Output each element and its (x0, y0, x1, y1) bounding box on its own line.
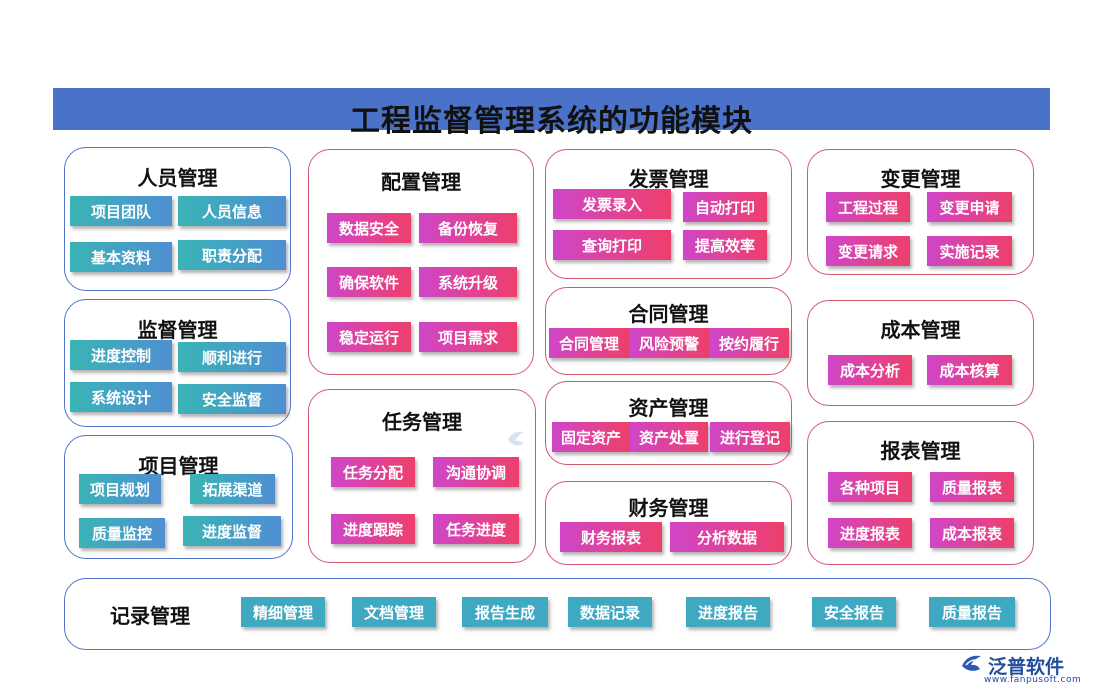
module-button[interactable]: 固定资产 (552, 422, 630, 452)
module-button[interactable]: 备份恢复 (419, 213, 517, 243)
panel-record (64, 578, 1051, 650)
module-button[interactable]: 项目需求 (419, 322, 517, 352)
panel-contract: 合同管理 合同管理 风险预警 按约履行 (545, 287, 792, 375)
module-button[interactable]: 风险预警 (629, 328, 709, 358)
module-button[interactable]: 合同管理 (549, 328, 629, 358)
panel-title: 人员管理 (137, 166, 218, 190)
panel-title: 报表管理 (880, 439, 961, 463)
panel-change: 变更管理 工程过程 变更申请 变更请求 实施记录 (807, 149, 1034, 275)
panel-title: 监督管理 (137, 318, 218, 342)
module-button[interactable]: 工程过程 (826, 192, 910, 222)
panel-title: 变更管理 (880, 167, 961, 191)
module-button[interactable]: 进度跟踪 (331, 514, 415, 544)
panel-task: 任务管理 任务分配 沟通协调 进度跟踪 任务进度 (308, 389, 536, 563)
module-button[interactable]: 任务进度 (433, 514, 519, 544)
panel-personnel: 人员管理 项目团队 人员信息 基本资料 职责分配 (64, 147, 291, 291)
panel-invoice: 发票管理 发票录入 自动打印 查询打印 提高效率 (545, 149, 792, 279)
panel-cost: 成本管理 成本分析 成本核算 (807, 300, 1034, 406)
module-button[interactable]: 成本核算 (927, 355, 1012, 385)
module-button[interactable]: 安全监督 (178, 384, 286, 414)
module-button[interactable]: 项目团队 (70, 196, 172, 226)
brand-logo: 泛普软件 www.fanpusoft.com (960, 652, 1090, 692)
module-button[interactable]: 人员信息 (178, 196, 286, 226)
module-button[interactable]: 基本资料 (70, 242, 172, 272)
watermark-logo-icon (505, 428, 527, 454)
module-button[interactable]: 分析数据 (670, 522, 784, 552)
module-button[interactable]: 按约履行 (709, 328, 789, 358)
module-button[interactable]: 拓展渠道 (190, 474, 275, 504)
panel-project: 项目管理 项目规划 拓展渠道 质量监控 进度监督 (64, 435, 293, 559)
module-button[interactable]: 成本分析 (828, 355, 912, 385)
module-button[interactable]: 确保软件 (327, 267, 411, 297)
module-button[interactable]: 系统升级 (419, 267, 517, 297)
panel-title: 资产管理 (628, 396, 709, 420)
module-button[interactable]: 各种项目 (828, 472, 912, 502)
module-button[interactable]: 进度报告 (686, 597, 770, 627)
module-button[interactable]: 沟通协调 (433, 457, 519, 487)
logo-url: www.fanpusoft.com (984, 675, 1082, 685)
module-button[interactable]: 质量报表 (930, 472, 1014, 502)
panel-supervision: 监督管理 进度控制 顺利进行 系统设计 安全监督 (64, 299, 291, 427)
module-button[interactable]: 任务分配 (331, 457, 415, 487)
module-button[interactable]: 进度监督 (183, 516, 281, 546)
module-button[interactable]: 数据安全 (327, 213, 411, 243)
module-button[interactable]: 进行登记 (710, 422, 790, 452)
module-button[interactable]: 顺利进行 (178, 342, 286, 372)
module-button[interactable]: 进度报表 (828, 518, 912, 548)
panel-title: 记录管理 (110, 604, 190, 628)
module-button[interactable]: 进度控制 (70, 340, 172, 370)
panel-title: 财务管理 (628, 496, 709, 520)
module-button[interactable]: 查询打印 (553, 230, 671, 260)
panel-title: 发票管理 (628, 167, 709, 191)
module-button[interactable]: 文档管理 (352, 597, 436, 627)
panel-finance: 财务管理 财务报表 分析数据 (545, 481, 792, 565)
module-button[interactable]: 精细管理 (241, 597, 325, 627)
title-bar (53, 88, 1050, 130)
module-button[interactable]: 资产处置 (630, 422, 708, 452)
module-button[interactable]: 变更申请 (927, 192, 1012, 222)
module-button[interactable]: 质量监控 (79, 518, 165, 548)
panel-title: 合同管理 (628, 302, 709, 326)
module-button[interactable]: 变更请求 (826, 236, 910, 266)
module-button[interactable]: 稳定运行 (327, 322, 411, 352)
module-button[interactable]: 质量报告 (929, 597, 1015, 627)
module-button[interactable]: 实施记录 (927, 236, 1012, 266)
module-button[interactable]: 项目规划 (79, 474, 161, 504)
module-button[interactable]: 安全报告 (812, 597, 896, 627)
module-button[interactable]: 职责分配 (178, 240, 286, 270)
module-button[interactable]: 系统设计 (70, 382, 172, 412)
module-button[interactable]: 数据记录 (568, 597, 652, 627)
panel-title: 配置管理 (381, 170, 461, 194)
panel-report: 报表管理 各种项目 质量报表 进度报表 成本报表 (807, 421, 1034, 565)
panel-config: 配置管理 数据安全 备份恢复 确保软件 系统升级 稳定运行 项目需求 (308, 149, 534, 375)
panel-title: 任务管理 (382, 410, 462, 434)
module-button[interactable]: 财务报表 (560, 522, 662, 552)
panel-asset: 资产管理 固定资产 资产处置 进行登记 (545, 381, 792, 465)
fanpu-logo-icon (962, 655, 981, 671)
logo-name: 泛普软件 (988, 656, 1065, 678)
module-button[interactable]: 自动打印 (683, 192, 767, 222)
module-button[interactable]: 发票录入 (553, 189, 671, 219)
module-button[interactable]: 提高效率 (683, 230, 767, 260)
panel-title: 成本管理 (880, 318, 961, 342)
page-title: 工程监督管理系统的功能模块 (350, 104, 753, 139)
module-button[interactable]: 报告生成 (462, 597, 548, 627)
module-button[interactable]: 成本报表 (930, 518, 1014, 548)
